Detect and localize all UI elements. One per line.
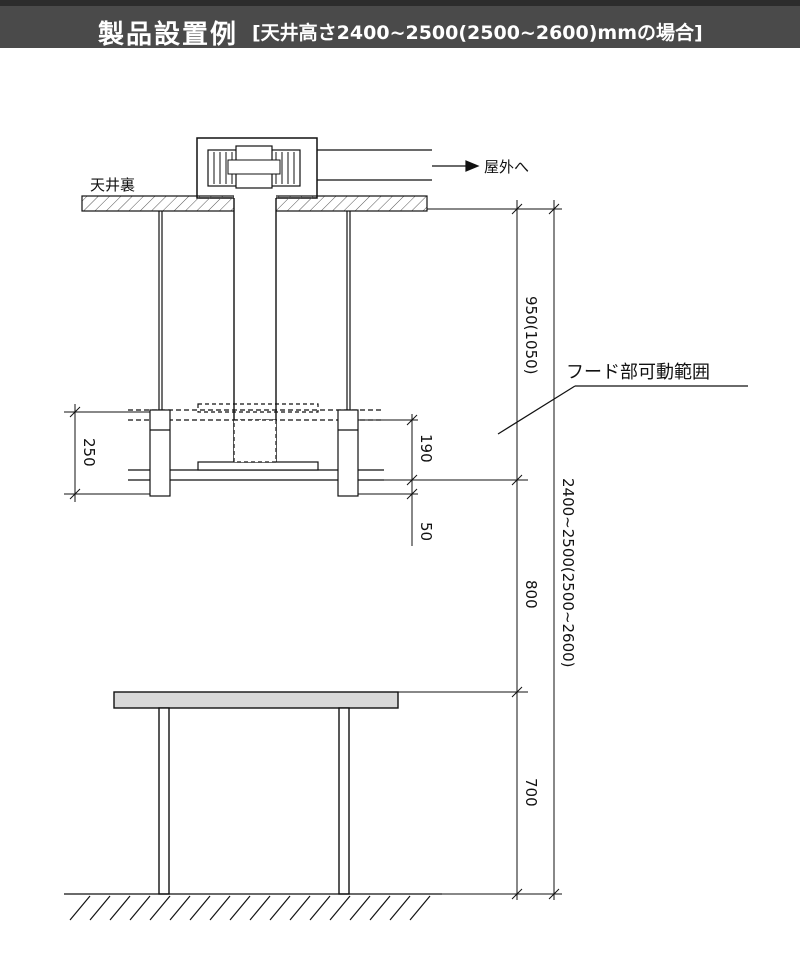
exhaust-duct bbox=[317, 149, 480, 181]
floor bbox=[64, 893, 442, 921]
page-subtitle: [天井高さ2400~2500(2500~2600)mmの場合] bbox=[252, 22, 703, 44]
hood-range-leader bbox=[497, 385, 748, 435]
dim-700: 700 bbox=[522, 778, 540, 807]
dim-800: 800 bbox=[522, 580, 540, 609]
dim-190: 190 bbox=[417, 434, 435, 463]
dim-950: 950(1050) bbox=[522, 296, 540, 375]
dim-250: 250 bbox=[80, 438, 98, 467]
dim-50: 50 bbox=[417, 522, 435, 541]
ceiling-label: 天井裏 bbox=[90, 176, 135, 194]
page-title: 製品設置例 bbox=[98, 20, 239, 50]
dimension-lines bbox=[69, 200, 560, 900]
outdoor-label: 屋外へ bbox=[484, 158, 529, 176]
extension-lines bbox=[64, 208, 562, 895]
range-hood bbox=[128, 403, 384, 497]
table bbox=[113, 691, 399, 895]
hood-range-label: フード部可動範囲 bbox=[566, 362, 710, 383]
header-bar: 製品設置例 [天井高さ2400~2500(2500~2600)mmの場合] bbox=[0, 0, 800, 50]
ceiling-slab bbox=[81, 193, 428, 215]
dim-total: 2400~2500(2500~2600) bbox=[559, 478, 577, 668]
fan-unit bbox=[196, 137, 318, 199]
suspension-rods bbox=[158, 211, 351, 412]
